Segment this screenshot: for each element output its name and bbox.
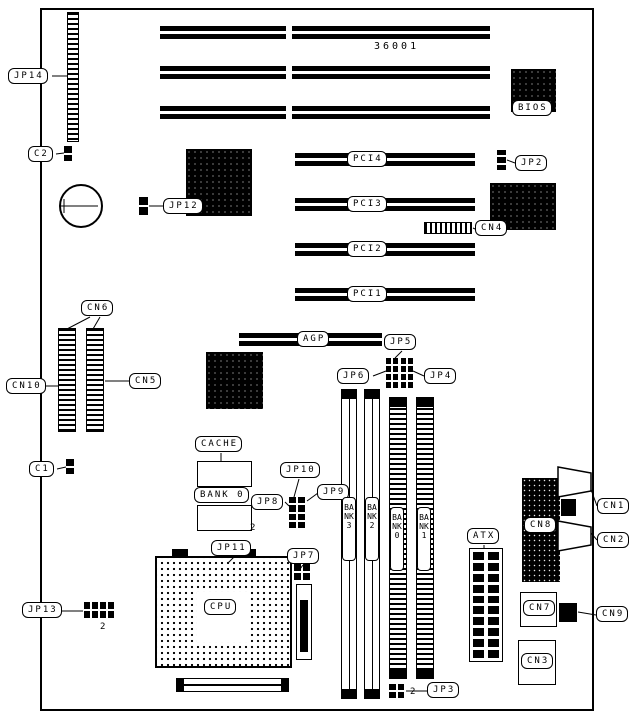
- isa-slot-2-segment-b: [292, 66, 490, 79]
- jp4-header: [401, 358, 413, 388]
- jp14-header: [67, 12, 79, 142]
- jp5-jp6-header: [386, 358, 398, 388]
- bank1-slot-cap-top: [416, 397, 434, 407]
- jp12-header: [139, 197, 148, 215]
- cn9-connector: [559, 603, 577, 622]
- jp2-header: [497, 150, 506, 170]
- c1-header: [66, 459, 74, 474]
- label-jp8: JP8: [251, 494, 284, 510]
- label-jp12: JP12: [163, 198, 203, 214]
- io-controller-chip: [490, 183, 556, 230]
- cn10-connector: [58, 328, 76, 432]
- voltage-regulator-core: [300, 600, 308, 652]
- label-jp13: JP13: [22, 602, 62, 618]
- label-cn2: CN2: [597, 532, 630, 548]
- label-cn4: CN4: [475, 220, 508, 236]
- label-cache-bank0: BANK 0: [194, 487, 249, 503]
- isa-slot-3-segment-b: [292, 106, 490, 119]
- bottom-edge-connector-cap-right: [281, 678, 289, 692]
- bottom-edge-connector: [176, 678, 289, 692]
- label-c1: C1: [29, 461, 54, 477]
- label-jp4: JP4: [424, 368, 457, 384]
- label-jp6: JP6: [337, 368, 370, 384]
- isa-slot-3-segment-a: [160, 106, 286, 119]
- isa-slot-1-segment-b: [292, 26, 490, 39]
- label-jp10: JP10: [280, 462, 320, 478]
- chipset-south: [206, 352, 263, 409]
- label-jp5: JP5: [384, 334, 417, 350]
- label-pci4: PCI4: [347, 151, 387, 167]
- bank1-slot-cap-bottom: [416, 669, 434, 679]
- isa-slot-1-segment-a: [160, 26, 286, 39]
- bank2-slot-cap-bottom: [364, 689, 380, 699]
- label-cn10: CN10: [6, 378, 46, 394]
- cn5-connector: [86, 328, 104, 432]
- label-cn8: CN8: [524, 517, 557, 533]
- label-cn1: CN1: [597, 498, 630, 514]
- label-jp7: JP7: [287, 548, 320, 564]
- cn8-side-block: [561, 499, 576, 516]
- battery: [59, 184, 103, 228]
- label-jp11: JP11: [211, 540, 251, 556]
- label-jp2: JP2: [515, 155, 548, 171]
- label-bios: BIOS: [512, 100, 552, 116]
- cpu-socket-tab-left: [172, 549, 188, 557]
- jp3-pin1-marker: 2: [410, 687, 416, 697]
- label-pci2: PCI2: [347, 241, 387, 257]
- label-bank2: BANK2: [365, 497, 379, 561]
- label-cn9: CN9: [596, 606, 629, 622]
- jp3-header: [389, 684, 404, 698]
- label-cache: CACHE: [195, 436, 243, 452]
- bottom-edge-connector-cap-left: [176, 678, 184, 692]
- cn4-header: [424, 222, 472, 234]
- cache-chip-a: [197, 461, 252, 487]
- label-pci1: PCI1: [347, 286, 387, 302]
- cache-chip-b: [197, 505, 252, 531]
- board-part-number: 36001: [374, 41, 420, 52]
- label-jp9: JP9: [317, 484, 350, 500]
- atx-power-connector: [469, 548, 503, 662]
- jp8-pin1-marker: 2: [250, 523, 256, 533]
- bank2-slot-cap-top: [364, 389, 380, 399]
- bank0-slot-cap-top: [389, 397, 407, 407]
- label-bank3: BANK3: [342, 497, 356, 561]
- jp7-header: [294, 564, 310, 580]
- c2-header: [64, 146, 72, 161]
- jp8-jp9-jp10-header: [289, 497, 305, 528]
- label-agp: AGP: [297, 331, 330, 347]
- label-bank1: BANK1: [417, 507, 431, 571]
- label-atx: ATX: [467, 528, 500, 544]
- label-cn7: CN7: [523, 600, 556, 616]
- label-cpu: CPU: [204, 599, 237, 615]
- label-c2: C2: [28, 146, 53, 162]
- label-jp3: JP3: [427, 682, 460, 698]
- bank3-slot-cap-top: [341, 389, 357, 399]
- bank3-slot-cap-bottom: [341, 689, 357, 699]
- bank0-slot-cap-bottom: [389, 669, 407, 679]
- isa-slot-2-segment-a: [160, 66, 286, 79]
- label-cn5: CN5: [129, 373, 162, 389]
- label-pci3: PCI3: [347, 196, 387, 212]
- label-cn3: CN3: [521, 653, 554, 669]
- label-jp14: JP14: [8, 68, 48, 84]
- jp13-pin1-marker: 2: [100, 622, 106, 632]
- jp13-header: [84, 602, 114, 618]
- label-bank0: BANK0: [390, 507, 404, 571]
- label-cn6: CN6: [81, 300, 114, 316]
